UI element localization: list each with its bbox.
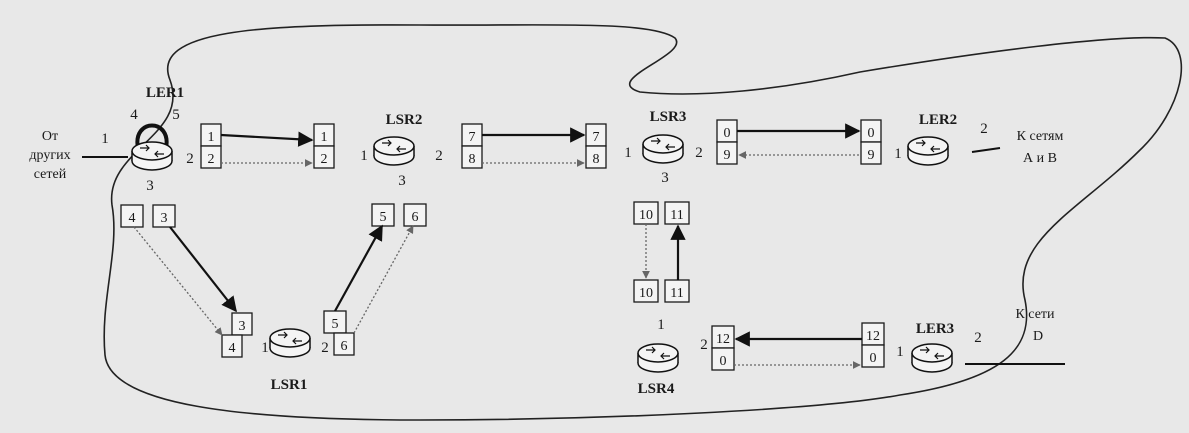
label-top: 7 (469, 130, 476, 145)
label-top: 3 (239, 319, 246, 334)
label-top: 7 (593, 130, 600, 145)
label-pair-8: 3 4 (221, 312, 253, 358)
router-icon (131, 141, 173, 171)
label-pair-7: 4 3 (120, 204, 176, 228)
ler2-name: LER2 (919, 112, 957, 128)
lsr3-name: LSR3 (650, 109, 687, 125)
ler3-port-2: 2 (974, 330, 982, 346)
loop-icon (135, 123, 169, 149)
lsr2-port-2: 2 (435, 148, 443, 164)
label-right: 11 (670, 286, 683, 301)
router-lsr4: LSR4 1 2 (637, 317, 708, 397)
lsr3-port-3: 3 (661, 170, 669, 186)
router-icon (911, 343, 953, 373)
to-network-d-line1: К сети (1015, 307, 1055, 322)
label-top: 0 (868, 126, 875, 141)
label-bottom: 6 (341, 339, 348, 354)
from-other-networks-line2: других (29, 148, 70, 163)
ler1-port-3: 3 (146, 178, 154, 194)
lsr2-port-1: 1 (360, 148, 368, 164)
label-left: 4 (129, 211, 136, 226)
to-networks-ab-line2: А и В (1023, 151, 1057, 166)
link-external-ab (971, 147, 1001, 153)
label-bottom: 8 (593, 152, 600, 167)
from-other-networks-line1: От (42, 129, 58, 144)
router-icon (637, 343, 679, 373)
label-pair-2: 1 2 (313, 123, 335, 169)
network-boundary (103, 24, 1183, 421)
lsr1-port-1: 1 (261, 340, 269, 356)
label-pair-5: 0 9 (716, 119, 738, 165)
label-bottom: 2 (321, 152, 328, 167)
router-ler2: LER2 1 2 (894, 112, 988, 166)
label-pair-9: 5 6 (323, 310, 355, 356)
label-left: 5 (380, 210, 387, 225)
arrow-dotted-p9-p10 (353, 225, 414, 334)
from-port-label: 1 (101, 131, 109, 147)
ler1-name: LER1 (146, 85, 184, 101)
label-left: 10 (639, 286, 653, 301)
label-pair-12: 10 11 (633, 279, 690, 303)
lsr4-port-1: 1 (657, 317, 665, 333)
router-lsr2: LSR2 1 2 3 (360, 112, 443, 189)
lsr1-name: LSR1 (271, 377, 308, 393)
label-pair-4: 7 8 (585, 123, 607, 169)
label-bottom: 2 (208, 152, 215, 167)
label-top: 12 (866, 329, 880, 344)
label-right: 3 (161, 211, 168, 226)
router-icon (373, 136, 415, 166)
label-bottom: 9 (724, 148, 731, 163)
label-pair-10: 5 6 (371, 203, 427, 227)
label-top: 12 (716, 332, 730, 347)
ler2-port-2: 2 (980, 121, 988, 137)
label-pair-14: 12 0 (861, 322, 885, 368)
label-top: 1 (321, 130, 328, 145)
lsr4-port-2: 2 (700, 337, 708, 353)
arrow-solid-p7-p8 (169, 226, 237, 313)
arrow-solid-p1-p2 (220, 131, 314, 147)
router-icon (642, 134, 684, 164)
label-pair-1: 1 2 (200, 123, 222, 169)
label-bottom: 4 (229, 341, 236, 356)
lsr4-name: LSR4 (638, 381, 675, 397)
router-ler1: LER1 4 5 2 3 (130, 85, 194, 194)
ler1-port-4: 4 (130, 107, 138, 123)
router-icon (269, 328, 311, 358)
label-bottom: 0 (720, 354, 727, 369)
label-top: 5 (332, 317, 339, 332)
label-right: 6 (412, 210, 419, 225)
lsr2-port-3: 3 (398, 173, 406, 189)
ler1-port-5: 5 (172, 107, 180, 123)
from-other-networks-line3: сетей (34, 167, 67, 182)
lsr2-name: LSR2 (386, 112, 423, 128)
lsr1-port-2: 2 (321, 340, 329, 356)
label-top: 0 (724, 126, 731, 141)
lsr3-port-2: 2 (695, 145, 703, 161)
to-network-d-line2: D (1033, 329, 1043, 344)
label-bottom: 8 (469, 152, 476, 167)
label-bottom: 0 (870, 351, 877, 366)
router-lsr3: LSR3 1 2 3 (624, 109, 703, 186)
router-icon (907, 136, 949, 166)
label-pair-11: 10 11 (633, 201, 690, 225)
label-bottom: 9 (868, 148, 875, 163)
ler3-port-1: 1 (896, 344, 904, 360)
ler1-port-2: 2 (186, 151, 194, 167)
arrow-dotted-p7-p8 (133, 226, 223, 336)
label-left: 10 (639, 208, 653, 223)
label-pair-13: 12 0 (711, 325, 735, 371)
router-lsr1: LSR1 1 2 (261, 328, 329, 393)
router-ler3: LER3 1 2 (896, 321, 982, 373)
label-pair-3: 7 8 (461, 123, 483, 169)
label-pair-6: 0 9 (860, 119, 882, 165)
lsr3-port-1: 1 (624, 145, 632, 161)
ler3-name: LER3 (916, 321, 954, 337)
to-networks-ab-line1: К сетям (1017, 129, 1064, 144)
ler2-port-1: 1 (894, 146, 902, 162)
label-right: 11 (670, 208, 683, 223)
label-top: 1 (208, 130, 215, 145)
arrow-solid-p9-p10 (334, 224, 383, 312)
